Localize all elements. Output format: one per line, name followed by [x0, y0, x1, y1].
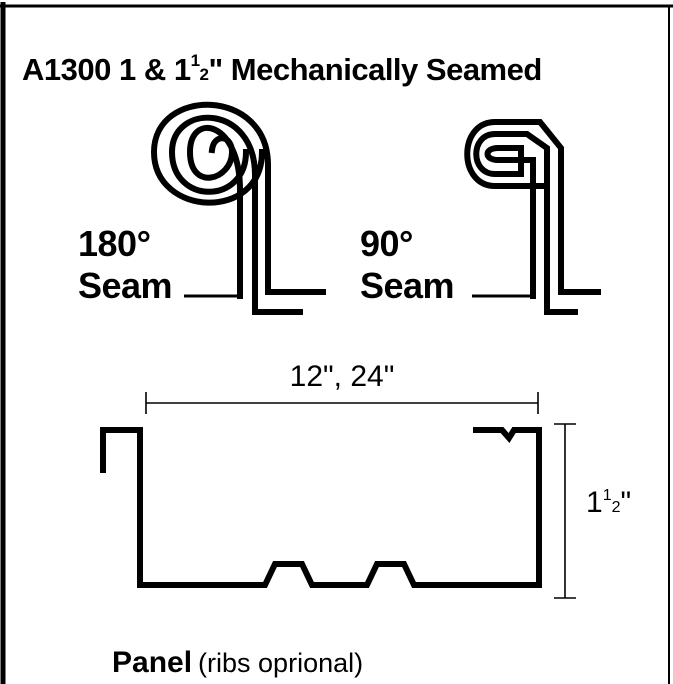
seam-90-label: Seam — [360, 265, 454, 306]
seam-180-label: Seam — [78, 265, 172, 306]
seam-90-angle: 90° — [360, 223, 413, 264]
width-label: 12", 24" — [290, 360, 395, 393]
seam-180-drawing — [150, 101, 326, 315]
height-label: 112" — [586, 486, 631, 519]
seam-180-angle: 180° — [78, 223, 150, 264]
seam-90-drawing — [464, 119, 601, 315]
width-dimension — [145, 392, 539, 414]
panel-profile — [100, 427, 542, 588]
height-dimension — [554, 423, 576, 599]
panel-caption: Panel(ribs oprional) — [112, 646, 363, 679]
diagram-title: A1300 1 & 112" Mechanically Seamed — [22, 51, 542, 87]
